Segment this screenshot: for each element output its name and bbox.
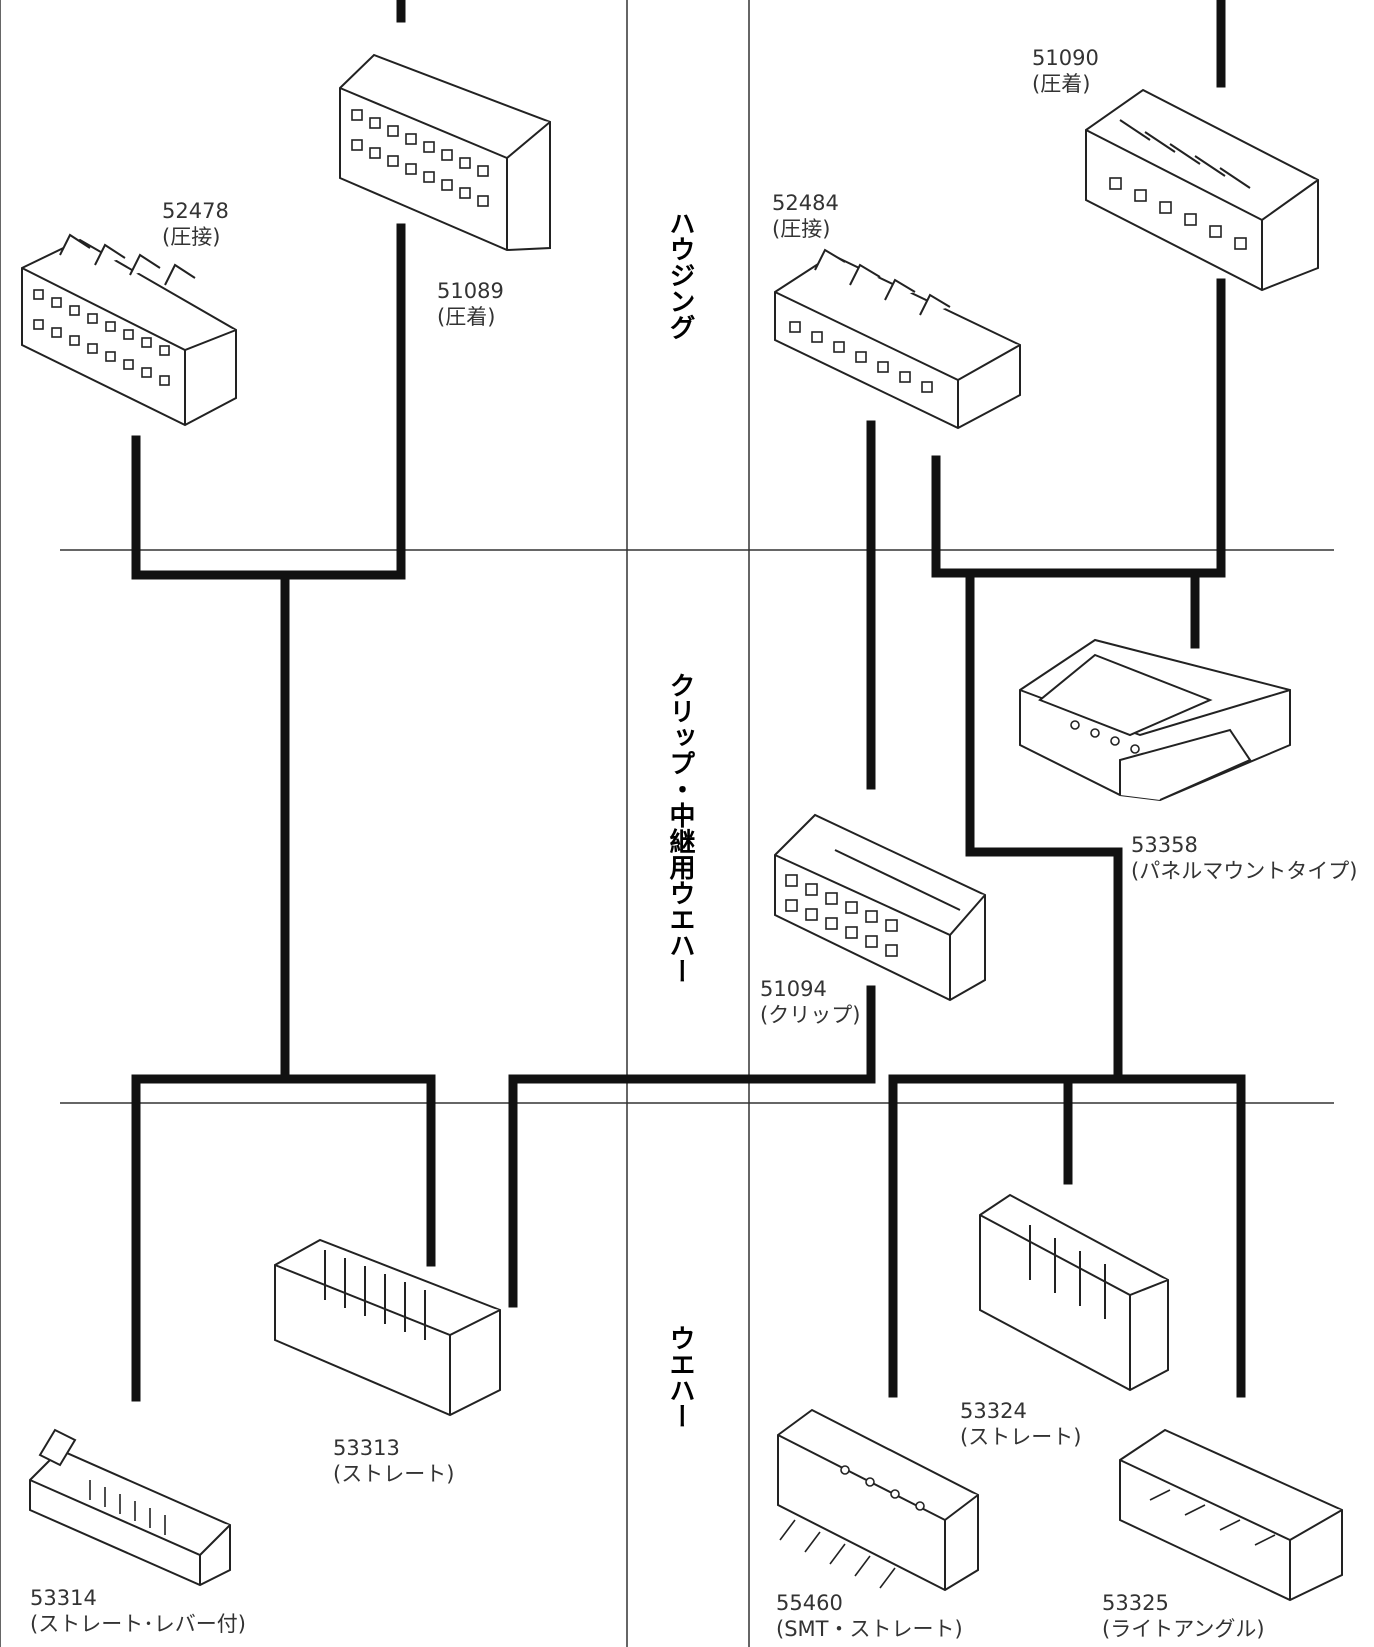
label-51094: 51094 (クリップ): [760, 976, 860, 1028]
drawing-53314: [30, 1430, 230, 1585]
part-type: (圧着): [1032, 71, 1099, 97]
part-code: 51090: [1032, 45, 1099, 71]
drawing-52478: [22, 235, 236, 425]
part-type: (ライトアングル): [1102, 1616, 1265, 1642]
part-type: (ストレート･レバー付): [30, 1611, 246, 1637]
drawing-53313: [275, 1240, 500, 1415]
part-code: 53358: [1131, 832, 1357, 858]
part-type: (ストレート): [960, 1424, 1081, 1450]
part-code: 53324: [960, 1398, 1081, 1424]
part-type: (圧接): [772, 216, 839, 242]
drawing-53325: [1120, 1430, 1342, 1600]
label-53314: 53314 (ストレート･レバー付): [30, 1585, 246, 1637]
drawing-51090: [1086, 90, 1318, 290]
part-code: 51094: [760, 976, 860, 1002]
part-type: (パネルマウントタイプ): [1131, 858, 1357, 884]
part-type: (圧接): [162, 224, 229, 250]
label-53324: 53324 (ストレート): [960, 1398, 1081, 1450]
category-wafer: ウエハー: [656, 1325, 696, 1429]
part-type: (SMT・ストレート): [776, 1616, 963, 1642]
drawing-53358: [1020, 640, 1290, 800]
label-53358: 53358 (パネルマウントタイプ): [1131, 832, 1357, 884]
drawing-52484: [775, 250, 1020, 428]
part-code: 55460: [776, 1590, 963, 1616]
part-code: 53314: [30, 1585, 246, 1611]
part-type: (クリップ): [760, 1002, 860, 1028]
label-52484: 52484 (圧接): [772, 190, 839, 242]
label-51089: 51089 (圧着): [437, 278, 504, 330]
drawing-53324: [980, 1195, 1168, 1390]
label-53313: 53313 (ストレート): [333, 1435, 454, 1487]
part-code: 52484: [772, 190, 839, 216]
label-55460: 55460 (SMT・ストレート): [776, 1590, 963, 1642]
label-51090: 51090 (圧着): [1032, 45, 1099, 97]
part-code: 53325: [1102, 1590, 1265, 1616]
category-housing: ハウジング: [656, 210, 696, 340]
part-type: (ストレート): [333, 1461, 454, 1487]
part-code: 51089: [437, 278, 504, 304]
part-type: (圧着): [437, 304, 504, 330]
drawing-55460: [778, 1410, 978, 1590]
drawing-51094: [775, 815, 985, 1000]
label-53325: 53325 (ライトアングル): [1102, 1590, 1265, 1642]
category-clip-relay-wafer: クリップ・中継用ウエハー: [656, 672, 696, 984]
part-code: 53313: [333, 1435, 454, 1461]
label-52478: 52478 (圧接): [162, 198, 229, 250]
part-code: 52478: [162, 198, 229, 224]
drawing-51089: [340, 55, 550, 250]
